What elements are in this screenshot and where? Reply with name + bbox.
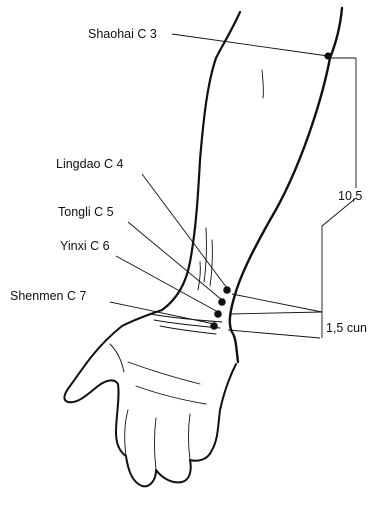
finger-line-2 xyxy=(155,418,157,470)
leader-shaohai xyxy=(172,34,328,56)
label-tongli: Tongli C 5 xyxy=(58,205,114,219)
point-yinxi[interactable] xyxy=(214,310,222,318)
label-shaohai: Shaohai C 3 xyxy=(88,27,157,41)
measurement-bracket: 10,5 1,5 cun xyxy=(228,58,367,338)
finger-line-1 xyxy=(125,410,128,456)
palm-line-2 xyxy=(136,386,206,404)
arm-left-edge xyxy=(162,12,240,310)
elbow-crease xyxy=(262,70,263,98)
point-labels: Shaohai C 3 Lingdao C 4 Tongli C 5 Yinxi… xyxy=(10,27,157,303)
point-leaders xyxy=(110,34,328,324)
arm-right-edge xyxy=(230,8,342,362)
finger-line-3 xyxy=(189,414,191,460)
point-shaohai[interactable] xyxy=(324,52,331,59)
leader-lingdao xyxy=(142,174,227,288)
wrist-length-label: 1,5 cun xyxy=(326,321,367,335)
tendon-line-2 xyxy=(210,240,212,286)
point-tongli[interactable] xyxy=(218,298,226,306)
label-shenmen: Shenmen C 7 xyxy=(10,289,86,303)
point-shenmen[interactable] xyxy=(210,322,218,330)
hand-outline xyxy=(64,310,236,486)
bracket-right-line-lower xyxy=(322,198,356,312)
bracket-wrist-line-mid xyxy=(230,312,322,314)
tendon-line-3 xyxy=(198,262,200,290)
palm-line-1 xyxy=(128,362,200,384)
tendon-line-1 xyxy=(204,228,206,282)
point-lingdao[interactable] xyxy=(223,286,231,294)
label-yinxi: Yinxi C 6 xyxy=(60,239,110,253)
bracket-wrist-line-top xyxy=(232,294,322,312)
acupuncture-points xyxy=(210,52,331,329)
leader-shenmen xyxy=(110,302,214,324)
label-lingdao: Lingdao C 4 xyxy=(56,157,123,171)
bracket-wrist-line-bottom xyxy=(228,330,320,338)
thumb-crease xyxy=(110,344,124,372)
forearm-length-label: 10,5 xyxy=(338,189,362,203)
